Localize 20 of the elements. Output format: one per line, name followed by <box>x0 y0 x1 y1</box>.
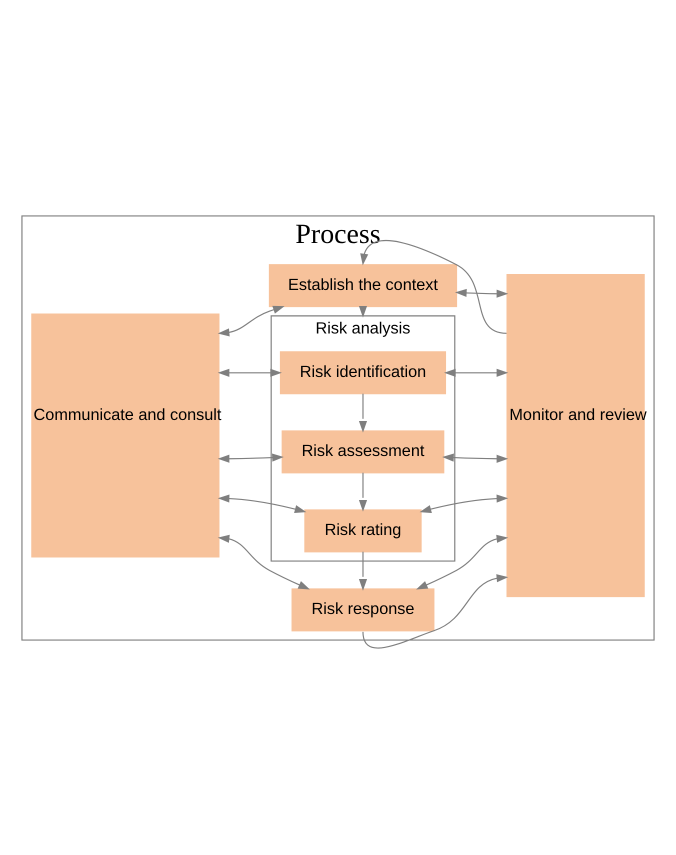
arrow <box>362 574 508 648</box>
arrow <box>218 305 285 336</box>
arrow <box>358 472 368 512</box>
arrow <box>218 534 310 590</box>
node-box: Risk assessment <box>282 430 444 473</box>
arrow <box>218 452 284 462</box>
arrow <box>416 534 508 590</box>
node-box: Risk rating <box>304 508 422 552</box>
arrow <box>218 368 282 376</box>
arrow <box>442 452 508 462</box>
arrow <box>358 551 368 590</box>
node-box: Risk response <box>292 588 434 631</box>
arrow <box>455 288 508 298</box>
node-box: Communicate and consult <box>31 313 220 558</box>
node-box: Risk identification <box>280 350 446 394</box>
arrow <box>358 393 368 432</box>
arrow <box>218 494 306 513</box>
arrow <box>444 368 508 376</box>
node-box: Monitor and review <box>506 274 645 597</box>
arrow <box>420 494 508 513</box>
